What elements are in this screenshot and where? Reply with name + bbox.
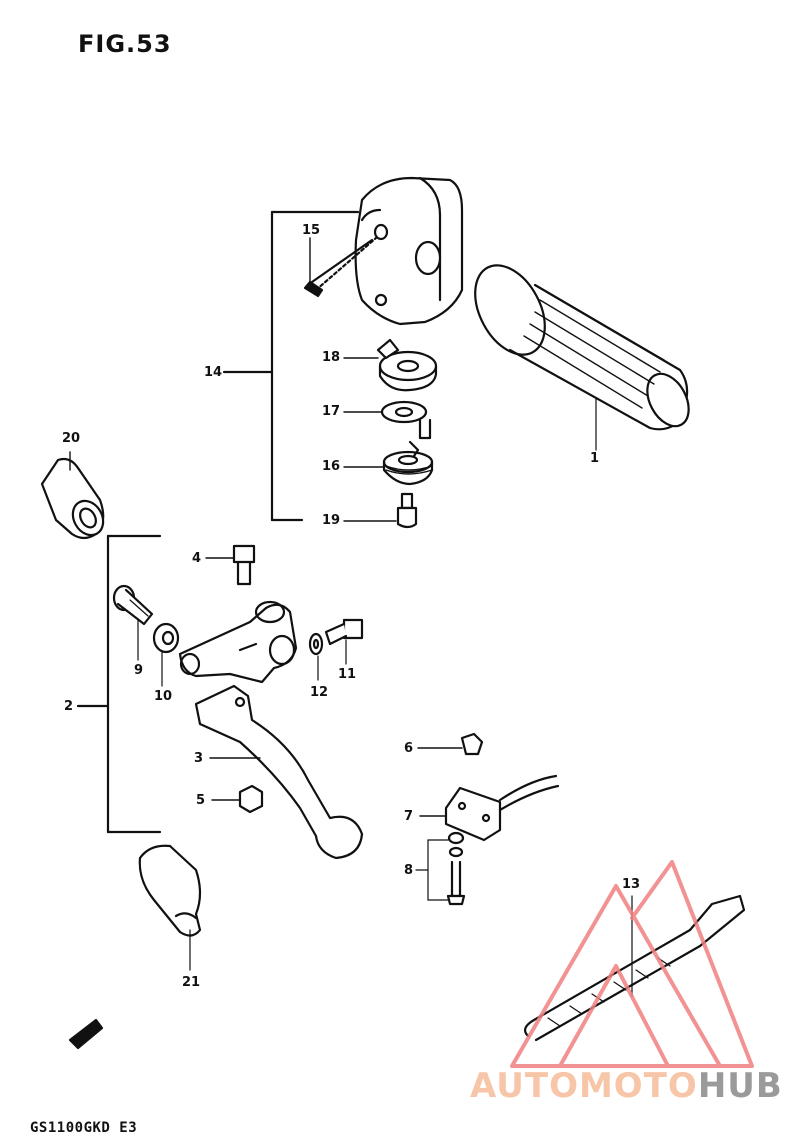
- clutch-lever-3: [194, 684, 364, 860]
- figure-title: FIG.53: [78, 30, 172, 58]
- callout-6: 6: [404, 741, 414, 756]
- callout-19: 19: [322, 513, 341, 528]
- callout-11: 11: [338, 667, 357, 682]
- collar-10: [152, 622, 180, 687]
- handlebar-grip: [474, 264, 690, 451]
- screw-19: [396, 492, 418, 529]
- washer-17: [380, 400, 432, 440]
- model-code: GS1100GKD E3: [30, 1120, 138, 1136]
- callout-12: 12: [310, 685, 329, 700]
- watermark-text: AUTOMOTOHUB: [470, 1066, 783, 1106]
- bolt-9: [112, 584, 154, 661]
- callout-13: 13: [622, 877, 641, 892]
- switch-housing: [354, 176, 464, 326]
- lever-boot-20: [40, 451, 105, 540]
- callout-20: 20: [62, 431, 81, 446]
- callout-8: 8: [404, 863, 414, 878]
- callout-16: 16: [322, 459, 341, 474]
- callout-9: 9: [134, 663, 144, 678]
- fastener-8: [415, 831, 466, 906]
- watermark-text-part-b: HUB: [697, 1066, 783, 1106]
- callout-14: 14: [204, 365, 223, 380]
- callout-4: 4: [192, 551, 202, 566]
- bolt-11: [324, 618, 364, 665]
- callout-5: 5: [196, 793, 206, 808]
- watermark-logo-triangle: [510, 860, 754, 1068]
- bolt-4: [205, 544, 256, 586]
- cable-strap-13: [524, 894, 746, 1042]
- lever-holder: [178, 600, 298, 684]
- screw-6: [417, 732, 484, 756]
- part-16: [382, 440, 434, 486]
- front-direction-arrow: [68, 1018, 104, 1050]
- callout-10: 10: [154, 689, 173, 704]
- callout-21: 21: [182, 975, 201, 990]
- watermark-text-part-a: AUTOMOTO: [470, 1066, 698, 1106]
- callout-17: 17: [322, 404, 341, 419]
- cable-clamp-7: [419, 774, 560, 842]
- lever-boot-21: [138, 844, 202, 971]
- callout-3: 3: [194, 751, 204, 766]
- callout-1: 1: [590, 451, 600, 466]
- callout-15: 15: [302, 223, 321, 238]
- nut-5: [211, 784, 264, 814]
- callout-7: 7: [404, 809, 414, 824]
- callout-18: 18: [322, 350, 341, 365]
- callout-2: 2: [64, 699, 74, 714]
- screw-15: [303, 236, 378, 298]
- part-18: [376, 338, 438, 392]
- washer-12: [308, 632, 324, 681]
